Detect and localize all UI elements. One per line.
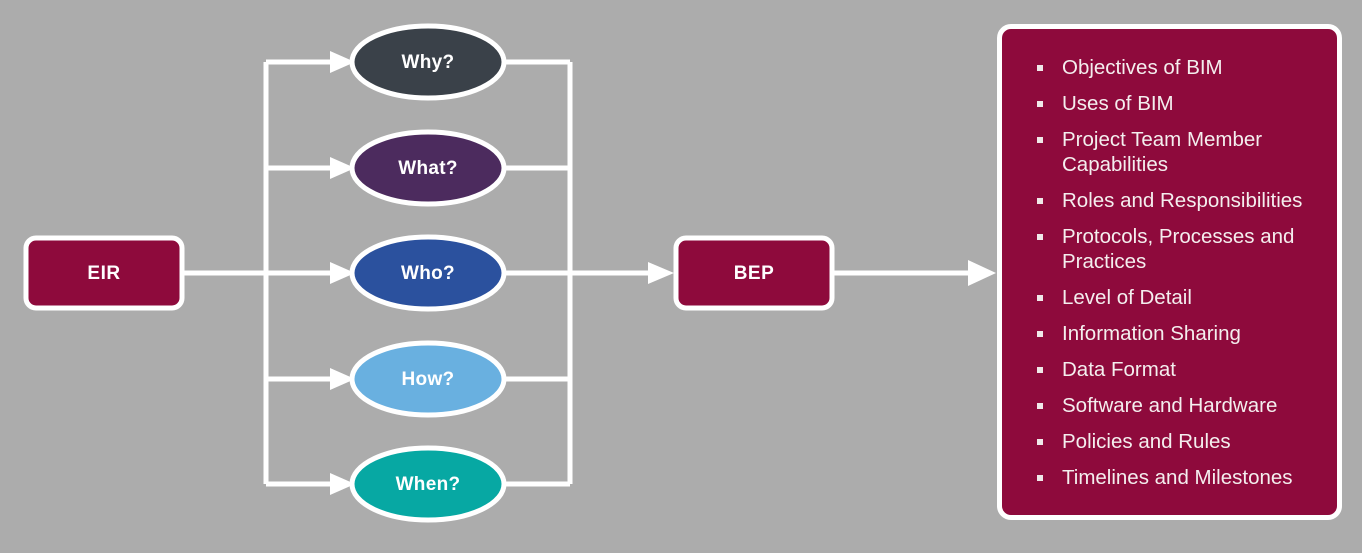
node-eir-label: EIR (87, 263, 120, 284)
node-bep[interactable]: BEP (673, 235, 835, 311)
arrowhead-who (330, 262, 355, 284)
node-when-label: When? (396, 474, 461, 495)
bullet-icon (1037, 234, 1043, 240)
bullet-icon (1037, 331, 1043, 337)
list-item-label: Project Team Member Capabilities (1062, 128, 1263, 176)
arrowhead-bep (648, 262, 674, 284)
node-who[interactable]: Who? (349, 234, 507, 312)
connector-group-merge (503, 59, 674, 487)
node-why-label: Why? (402, 52, 455, 73)
node-bep-label: BEP (734, 263, 775, 284)
list-item-label: Data Format (1062, 358, 1176, 381)
list-item: Uses of BIM (1020, 91, 1319, 116)
node-when-shape (349, 445, 507, 523)
arrowhead-why (330, 51, 355, 73)
output-panel-list: Objectives of BIM Uses of BIM Project Te… (1020, 55, 1319, 490)
node-eir[interactable]: EIR (23, 235, 185, 311)
bullet-icon (1037, 295, 1043, 301)
bullet-icon (1037, 137, 1043, 143)
bullet-icon (1037, 367, 1043, 373)
bullet-icon (1037, 403, 1043, 409)
list-item: Information Sharing (1020, 321, 1319, 346)
bullet-icon (1037, 198, 1043, 204)
list-item-label: Roles and Responsibilities (1062, 189, 1303, 212)
arrowhead-what (330, 157, 355, 179)
list-item-label: Objectives of BIM (1062, 56, 1223, 79)
output-panel: Objectives of BIM Uses of BIM Project Te… (997, 24, 1342, 520)
list-item-label: Timelines and Milestones (1062, 466, 1293, 489)
list-item-label: Software and Hardware (1062, 394, 1278, 417)
node-how-shape (349, 340, 507, 418)
arrowhead-when (330, 473, 355, 495)
node-what-shape (349, 129, 507, 207)
list-item-label: Information Sharing (1062, 322, 1241, 345)
list-item: Roles and Responsibilities (1020, 188, 1319, 213)
bullet-icon (1037, 475, 1043, 481)
list-item: Software and Hardware (1020, 393, 1319, 418)
connector-group-output (833, 260, 996, 286)
arrowhead-panel (968, 260, 996, 286)
list-item-label: Policies and Rules (1062, 430, 1231, 453)
connector-group-fanout (184, 51, 355, 495)
bullet-icon (1037, 101, 1043, 107)
list-item: Policies and Rules (1020, 429, 1319, 454)
list-item: Objectives of BIM (1020, 55, 1319, 80)
bullet-icon (1037, 65, 1043, 71)
node-how[interactable]: How? (349, 340, 507, 418)
list-item: Timelines and Milestones (1020, 465, 1319, 490)
node-what[interactable]: What? (349, 129, 507, 207)
list-item-label: Uses of BIM (1062, 92, 1174, 115)
list-item: Project Team Member Capabilities (1020, 127, 1319, 177)
list-item-label: Protocols, Processes and Practices (1062, 225, 1295, 273)
node-why-shape (349, 23, 507, 101)
list-item: Protocols, Processes and Practices (1020, 224, 1319, 274)
node-why[interactable]: Why? (349, 23, 507, 101)
list-item-label: Level of Detail (1062, 286, 1192, 309)
node-bep-shape (673, 235, 835, 311)
node-eir-shape (23, 235, 185, 311)
node-how-label: How? (402, 369, 455, 390)
node-who-label: Who? (401, 263, 455, 284)
node-when[interactable]: When? (349, 445, 507, 523)
arrowhead-how (330, 368, 355, 390)
node-who-shape (349, 234, 507, 312)
bullet-icon (1037, 439, 1043, 445)
node-what-label: What? (398, 158, 458, 179)
list-item: Data Format (1020, 357, 1319, 382)
list-item: Level of Detail (1020, 285, 1319, 310)
